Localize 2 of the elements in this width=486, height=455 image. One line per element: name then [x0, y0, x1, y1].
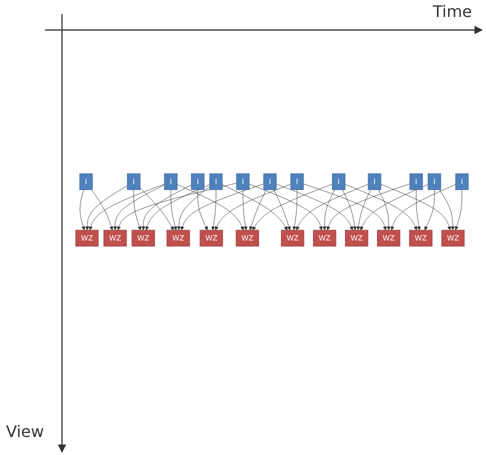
axis-label: Time	[432, 2, 472, 21]
axis-label: View	[6, 422, 44, 441]
